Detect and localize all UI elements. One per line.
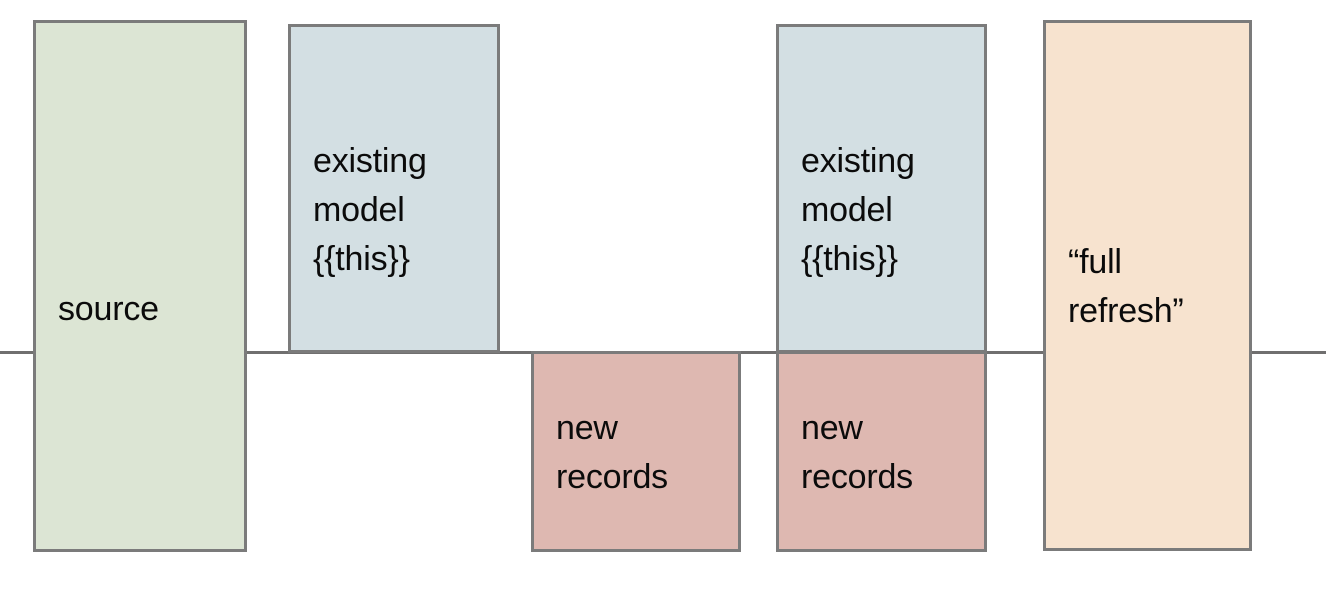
block-new-records-1[interactable]: new records [531,351,741,552]
block-source-label: source [58,290,159,328]
block-new-records-1-label: new records [556,409,668,496]
block-existing-model-1[interactable]: existing model {{this}} [288,24,500,353]
block-full-refresh-label: “full refresh” [1068,243,1184,330]
block-source[interactable]: source [33,20,247,552]
block-existing-model-1-label: existing model {{this}} [313,142,427,278]
block-full-refresh[interactable]: “full refresh” [1043,20,1252,551]
block-existing-model-2-label: existing model {{this}} [801,142,915,278]
block-existing-model-2[interactable]: existing model {{this}} [776,24,987,353]
block-new-records-2-label: new records [801,409,913,496]
block-new-records-2[interactable]: new records [776,351,987,552]
